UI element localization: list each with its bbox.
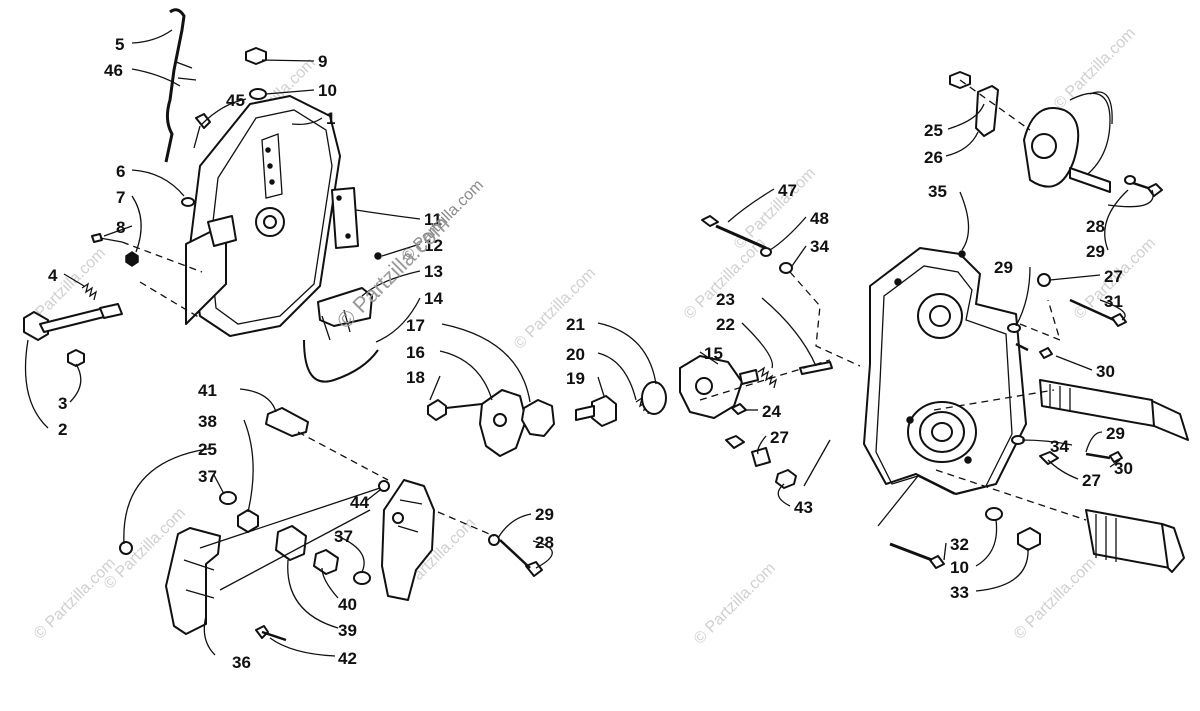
callout-27: 27 [1104,267,1123,286]
callout-39: 39 [338,621,357,640]
gear-case-assembly [803,71,1189,573]
callout-17: 17 [406,316,425,335]
watermark-overlay: © Partzilla.com [399,177,487,265]
watermark-text: © Partzilla.com [1051,25,1139,113]
callout-10: 10 [318,81,337,100]
callout-48: 48 [810,209,829,228]
callout-40: 40 [338,595,357,614]
callout-28: 28 [1086,217,1105,236]
callout-10: 10 [950,558,969,577]
callout-30: 30 [1096,362,1115,381]
brake-caliper-assembly [119,407,543,642]
callout-42: 42 [338,649,357,668]
callout-12: 12 [424,236,443,255]
watermark-text: © Partzilla.com [511,265,599,353]
callout-29: 29 [994,258,1013,277]
callout-37: 37 [198,467,217,486]
callout-25: 25 [924,121,943,140]
leader-lines [24,29,1154,657]
callout-29: 29 [1106,424,1125,443]
callout-20: 20 [566,345,585,364]
callout-5: 5 [115,35,124,54]
callout-41: 41 [198,381,217,400]
callout-30: 30 [1114,459,1133,478]
callout-45: 45 [226,91,245,110]
callout-23: 23 [716,290,735,309]
watermark-text: © Partzilla.com [31,555,119,643]
callout-32: 32 [950,535,969,554]
callout-28: 28 [535,533,554,552]
callout-36: 36 [232,653,251,672]
callout-27: 27 [770,428,789,447]
callout-19: 19 [566,369,585,388]
callout-37: 37 [334,527,353,546]
callout-9: 9 [318,52,327,71]
chaincase-cover-assembly [23,8,382,383]
callout-14: 14 [424,289,443,308]
callout-29: 29 [535,505,554,524]
callout-3: 3 [58,394,67,413]
callout-35: 35 [928,182,947,201]
callout-13: 13 [424,262,443,281]
callout-18: 18 [406,368,425,387]
center-valve-assembly [427,215,861,489]
callout-4: 4 [48,266,58,285]
callout-21: 21 [566,315,585,334]
callout-labels: 5 46 45 9 10 1 6 7 8 4 3 2 11 12 13 14 4… [48,35,1133,672]
callout-43: 43 [794,498,813,517]
callout-33: 33 [950,583,969,602]
callout-15: 15 [704,344,723,363]
callout-29: 29 [1086,242,1105,261]
callout-11: 11 [424,210,442,229]
watermark-text: © Partzilla.com [681,235,769,323]
callout-38: 38 [198,412,217,431]
callout-31: 31 [1104,292,1123,311]
callout-6: 6 [116,162,125,181]
callout-46: 46 [104,61,123,80]
callout-22: 22 [716,315,735,334]
callout-26: 26 [924,148,943,167]
callout-25: 25 [198,440,217,459]
callout-34: 34 [810,237,829,256]
watermark-text: © Partzilla.com [691,560,779,648]
callout-44: 44 [350,493,369,512]
callout-1: 1 [326,109,335,128]
callout-27: 27 [1082,471,1101,490]
callout-8: 8 [116,218,125,237]
callout-16: 16 [406,343,425,362]
callout-7: 7 [116,188,125,207]
callout-47: 47 [778,181,797,200]
callout-2: 2 [58,420,67,439]
callout-24: 24 [762,402,781,421]
callout-34: 34 [1050,437,1069,456]
